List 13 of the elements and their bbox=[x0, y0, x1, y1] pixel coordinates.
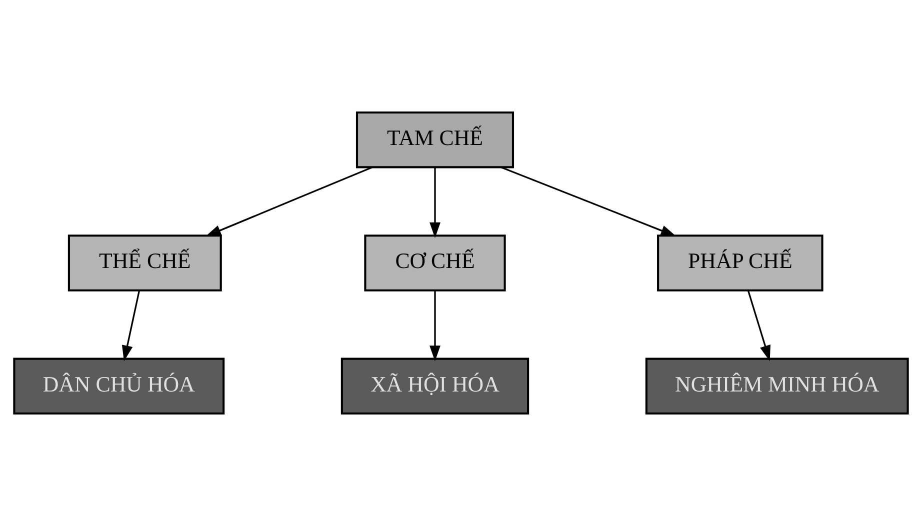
arrow bbox=[500, 166, 676, 236]
arrow bbox=[747, 290, 770, 361]
arrow bbox=[122, 290, 140, 361]
node-box: TAM CHẾ bbox=[356, 110, 514, 168]
node-box: CƠ CHẾ bbox=[364, 234, 506, 291]
node-box: THỂ CHẾ bbox=[68, 234, 222, 291]
arrow bbox=[430, 166, 440, 238]
node-box: PHÁP CHẾ bbox=[657, 234, 824, 291]
node-box: DÂN CHỦ HÓA bbox=[13, 357, 225, 414]
node-box: XÃ HỘI HÓA bbox=[340, 357, 530, 414]
arrow bbox=[430, 290, 440, 361]
node-box: NGHIÊM MINH HÓA bbox=[645, 357, 909, 414]
arrow bbox=[205, 166, 372, 236]
